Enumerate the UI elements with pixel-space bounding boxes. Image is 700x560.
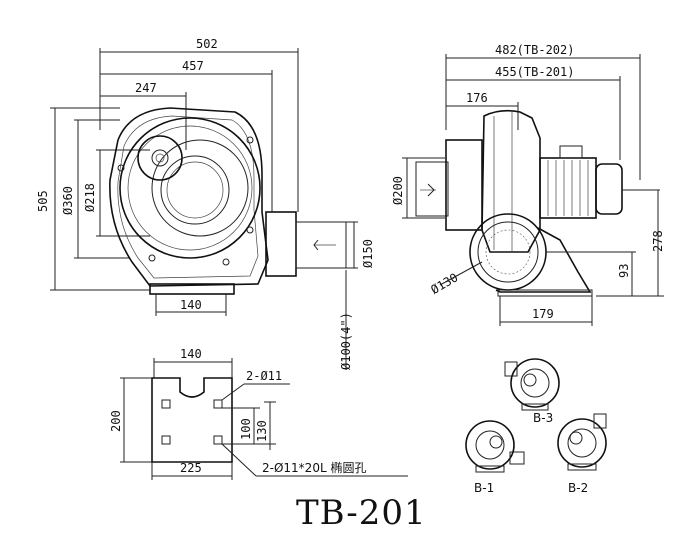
dim-dia-360: Ø360 <box>61 186 75 215</box>
side-inlet-flange <box>445 139 483 231</box>
dim-dia-130: Ø130 <box>428 270 460 297</box>
variant-b2: B-2 <box>557 413 607 495</box>
impeller-circle <box>119 117 261 259</box>
dim-plate-225: 225 <box>180 461 202 475</box>
dim-plate-200: 200 <box>109 410 123 432</box>
base-plate-outline <box>151 377 233 463</box>
motor-body <box>539 157 597 219</box>
hub <box>137 135 183 181</box>
dim-93: 93 <box>617 264 631 278</box>
drawing-title: TB-201 <box>296 493 427 533</box>
side-housing <box>481 109 541 253</box>
dim-plate-140: 140 <box>180 347 202 361</box>
dim-dia-218: Ø218 <box>83 183 97 212</box>
plate-hole-tr <box>213 399 223 409</box>
outlet-flange <box>265 211 297 277</box>
terminal-box <box>559 145 583 159</box>
dim-dia-150: Ø150 <box>361 239 375 268</box>
plate-slot-br <box>213 435 223 445</box>
plate-hole-tl <box>161 399 171 409</box>
label-b3: B-3 <box>533 411 553 425</box>
plate-slot-bl <box>161 435 171 445</box>
dim-179: 179 <box>532 307 554 321</box>
base-plate-view: 140 2-Ø11 200 100 130 225 2-Ø11*20L 椭圆孔 <box>109 347 408 480</box>
dim-base-140: 140 <box>180 298 202 312</box>
dim-502: 502 <box>196 37 218 51</box>
dim-505: 505 <box>36 190 50 212</box>
label-b2: B-2 <box>568 481 588 495</box>
dim-455: 455(TB-201) <box>495 65 574 79</box>
dim-dia-100: Ø100(4") <box>339 312 353 370</box>
dim-247: 247 <box>135 81 157 95</box>
label-b1: B-1 <box>474 481 494 495</box>
front-base <box>149 283 235 295</box>
dim-482: 482(TB-202) <box>495 43 574 57</box>
dim-457: 457 <box>182 59 204 73</box>
side-stand <box>495 227 592 293</box>
label-2-dia-11: 2-Ø11 <box>246 369 282 383</box>
dim-plate-100: 100 <box>239 418 253 440</box>
front-view: 502 457 247 505 Ø360 Ø218 <box>36 37 375 370</box>
dim-278: 278 <box>651 230 665 252</box>
variant-b3: B-3 <box>504 358 560 425</box>
outlet-pipe <box>295 221 347 269</box>
motor-fan-cover <box>595 163 623 215</box>
dim-plate-130: 130 <box>255 420 269 442</box>
blower-housing <box>109 107 269 287</box>
label-slot: 2-Ø11*20L 椭圆孔 <box>262 460 366 475</box>
dim-176: 176 <box>466 91 488 105</box>
side-view: 482(TB-202) 455(TB-201) 176 Ø200 <box>391 43 665 326</box>
dim-dia-200: Ø200 <box>391 176 405 205</box>
variant-b1: B-1 <box>465 420 525 495</box>
